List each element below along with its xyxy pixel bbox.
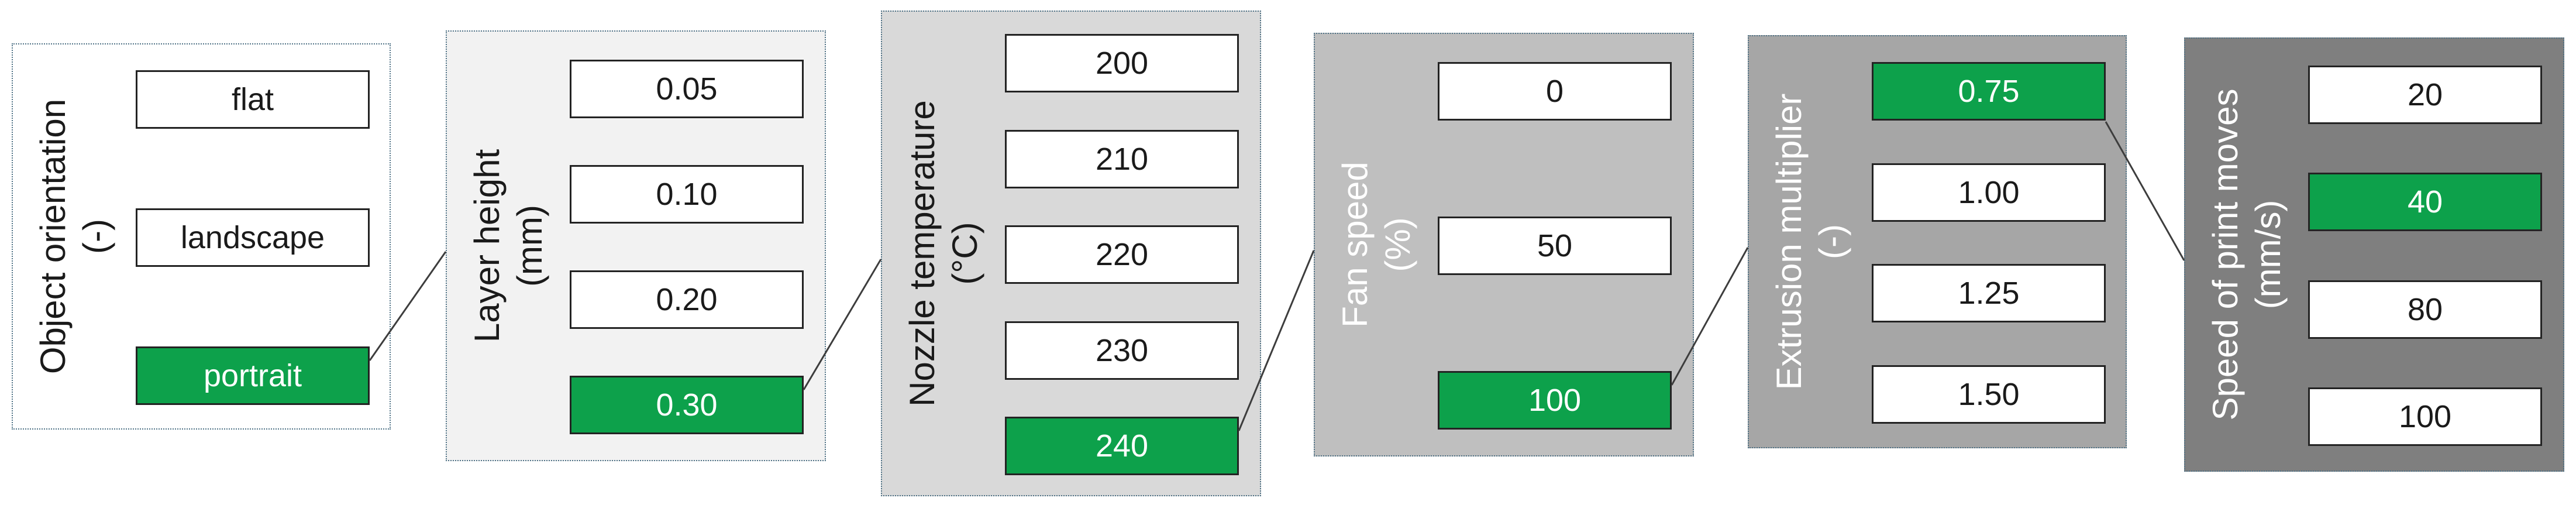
panel-label-inner: Nozzle temperature (°C) [901,15,986,492]
option-label: 0.20 [656,282,718,317]
panel-label-inner: Speed of print moves (mm/s) [2204,42,2289,467]
option-label: 0.10 [656,177,718,212]
panel-label: Extrusion multiplier (-) [1749,36,1872,447]
option-label: portrait [203,358,302,393]
option-label: 0.75 [1958,74,2020,109]
option-label: 40 [2407,184,2443,220]
panel-label-inner: Extrusion multiplier (-) [1768,40,1853,444]
panel-label-unit: (-) [1812,224,1851,259]
option-nozzle-temperature-230: 230 [1005,321,1239,380]
option-speed-of-print-moves-20: 20 [2308,66,2542,124]
option-fan-speed-100-selected: 100 [1438,371,1672,430]
option-label: 200 [1095,46,1149,81]
option-extrusion-multiplier-1_50: 1.50 [1872,365,2106,424]
option-object-orientation-flat: flat [136,70,370,129]
panel-label-text: Object orientation [33,98,73,375]
panel-label-unit: (mm) [510,205,549,287]
option-label: 80 [2407,291,2443,327]
panel-label-inner: Object orientation (-) [32,48,117,425]
panel-layer-height: Layer height (mm) 0.05 0.10 0.20 0.30 [446,30,826,461]
panel-label-text: Speed of print moves [2205,88,2245,421]
option-nozzle-temperature-220: 220 [1005,225,1239,284]
option-label: 210 [1095,141,1149,177]
panel-label: Layer height (mm) [447,32,570,460]
option-nozzle-temperature-240-selected: 240 [1005,417,1239,475]
panel-label-text: Extrusion multiplier [1769,93,1809,390]
option-layer-height-0_05: 0.05 [570,60,804,118]
option-layer-height-0_30-selected: 0.30 [570,376,804,434]
option-extrusion-multiplier-0_75-selected: 0.75 [1872,62,2106,121]
option-label: 240 [1095,428,1149,464]
option-label: 0.30 [656,387,718,423]
option-label: 20 [2407,77,2443,112]
option-extrusion-multiplier-1_00: 1.00 [1872,163,2106,222]
option-object-orientation-landscape: landscape [136,208,370,267]
panel-fan-speed: Fan speed (%) 0 50 100 [1314,33,1694,456]
option-label: 100 [2398,399,2452,434]
option-speed-of-print-moves-100: 100 [2308,387,2542,446]
option-label: 1.50 [1958,377,2020,412]
panel-label: Object orientation (-) [13,44,136,428]
panel-label-unit: (%) [1378,217,1417,272]
panel-nozzle-temperature: Nozzle temperature (°C) 200 210 220 230 … [881,11,1261,496]
option-label: flat [231,82,274,117]
option-label: 100 [1528,383,1582,418]
panel-label-text: Nozzle temperature [902,100,942,407]
option-object-orientation-portrait-selected: portrait [136,346,370,405]
option-label: 1.00 [1958,174,2020,210]
panel-label-text: Fan speed [1335,162,1375,328]
option-label: 0.05 [656,71,718,107]
option-nozzle-temperature-200: 200 [1005,34,1239,92]
option-layer-height-0_20: 0.20 [570,270,804,329]
panel-label-text: Layer height [467,149,507,343]
option-extrusion-multiplier-1_25: 1.25 [1872,264,2106,323]
panel-label: Speed of print moves (mm/s) [2185,39,2308,471]
option-fan-speed-0: 0 [1438,62,1672,121]
panel-label-inner: Fan speed (%) [1334,37,1419,452]
option-label: 50 [1537,228,1573,263]
option-speed-of-print-moves-40-selected: 40 [2308,173,2542,232]
panel-speed-of-print-moves: Speed of print moves (mm/s) 20 40 80 100 [2184,37,2564,472]
option-layer-height-0_10: 0.10 [570,165,804,224]
option-label: 220 [1095,237,1149,272]
option-nozzle-temperature-210: 210 [1005,129,1239,188]
option-label: landscape [180,220,325,255]
panel-label-unit: (°C) [945,222,984,285]
panel-object-orientation: Object orientation (-) flat landscape po… [12,43,391,430]
panel-extrusion-multiplier: Extrusion multiplier (-) 0.75 1.00 1.25 … [1748,35,2127,448]
option-label: 1.25 [1958,276,2020,311]
option-label: 230 [1095,332,1149,368]
panel-label-unit: (-) [76,219,115,254]
panel-label-inner: Layer height (mm) [466,35,551,456]
panel-label: Fan speed (%) [1315,34,1438,455]
option-speed-of-print-moves-80: 80 [2308,280,2542,339]
option-label: 0 [1545,74,1564,109]
panel-label-unit: (mm/s) [2248,200,2288,310]
panel-label: Nozzle temperature (°C) [882,12,1005,495]
option-fan-speed-50: 50 [1438,217,1672,275]
